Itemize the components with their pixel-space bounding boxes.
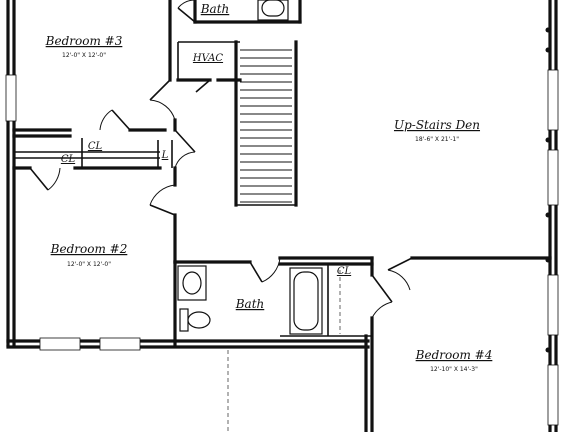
door-closet-b2 (29, 167, 61, 191)
bath-top-label: Bath (200, 2, 230, 16)
door-linen (174, 129, 196, 169)
den-dims: 18'-6" X 21'-1" (415, 136, 459, 143)
doors (29, 0, 413, 319)
closet-a-label: CL (88, 141, 103, 152)
bedroom4-label: Bedroom #4 (415, 348, 493, 362)
labels: Bath Bedroom #3 12'-0" X 12'-0" HVAC Up-… (45, 2, 493, 373)
bedroom2-dims: 12'-0" X 12'-0" (67, 261, 111, 268)
den-label: Up-Stairs Den (394, 118, 480, 132)
bathtub-mid (289, 267, 323, 335)
door-bath-mid (249, 257, 281, 283)
door-bedroom2 (149, 184, 176, 216)
closet-c-label: CL (337, 266, 352, 277)
toilet (179, 308, 211, 332)
bedroom3-label: Bedroom #3 (45, 34, 123, 48)
bedroom4-dims: 12'-10" X 14'-3" (430, 366, 478, 373)
door-bedroom4 (387, 257, 413, 291)
door-bath-top (177, 0, 196, 23)
door-closet-c (371, 274, 393, 319)
sink (177, 265, 207, 301)
bath-mid-label: Bath (235, 297, 265, 311)
closet-b-label: CL (61, 154, 76, 165)
linen-label: L (161, 150, 169, 161)
staircase (234, 40, 298, 207)
door-closet-b3 (99, 109, 131, 131)
door-hvac (195, 79, 211, 93)
bathtub-top (257, 0, 289, 21)
door-bedroom3 (149, 79, 176, 121)
bedroom2-label: Bedroom #2 (50, 242, 128, 256)
hvac-label: HVAC (192, 53, 223, 64)
interior-walls (12, 0, 552, 432)
bedroom3-dims: 12'-0" X 12'-0" (62, 52, 106, 59)
fixtures (177, 0, 341, 335)
windows (5, 27, 559, 426)
